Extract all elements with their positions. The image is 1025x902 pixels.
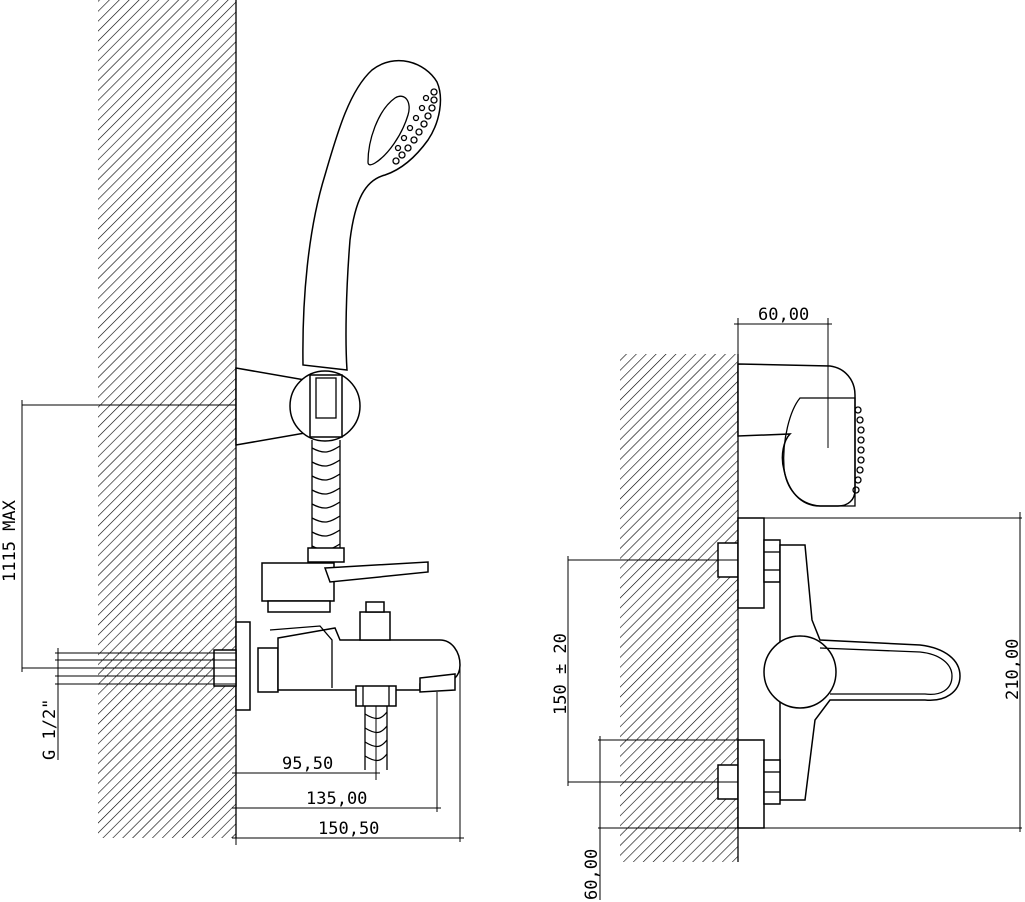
hand-shower: [302, 59, 442, 371]
left-view: 1115 MAX G 1/2" 95,50 135,00 150,50: [0, 0, 464, 845]
dim-centers-label: 150 ± 20: [551, 633, 571, 715]
right-view: 60,00 150 ± 20 210,00 60,00: [551, 305, 1023, 900]
dim-bottom: 60,00: [582, 736, 740, 900]
shower-bracket: [235, 367, 361, 446]
dim-total: 210,00: [740, 512, 1023, 832]
side-nozzles: [852, 406, 865, 494]
dim-thread-label: G 1/2": [40, 699, 60, 760]
dim-height-label: 1115 MAX: [0, 499, 20, 582]
dim-spout: 95,50 135,00 150,50: [232, 668, 464, 845]
dim-top-label: 60,00: [758, 305, 809, 325]
dim-spout-3-label: 150,50: [318, 819, 379, 839]
mixer-body: [235, 601, 461, 711]
dim-centers: 150 ± 20: [551, 556, 738, 786]
dim-top: 60,00: [734, 305, 832, 396]
shower-hose: [307, 440, 345, 563]
bracket-side: [737, 363, 865, 507]
upper-connection: [717, 517, 781, 609]
wall-left: [98, 0, 236, 838]
dim-thread: G 1/2": [40, 648, 60, 760]
dim-spout-2-label: 135,00: [306, 789, 367, 809]
spray-nozzles: [392, 88, 438, 165]
mixer-lever: [261, 561, 429, 613]
dim-spout-1-label: 95,50: [282, 754, 333, 774]
dim-bottom-label: 60,00: [582, 849, 602, 900]
dim-height: 1115 MAX: [0, 400, 236, 672]
mixer-front: [763, 544, 961, 801]
dim-total-label: 210,00: [1003, 639, 1023, 700]
